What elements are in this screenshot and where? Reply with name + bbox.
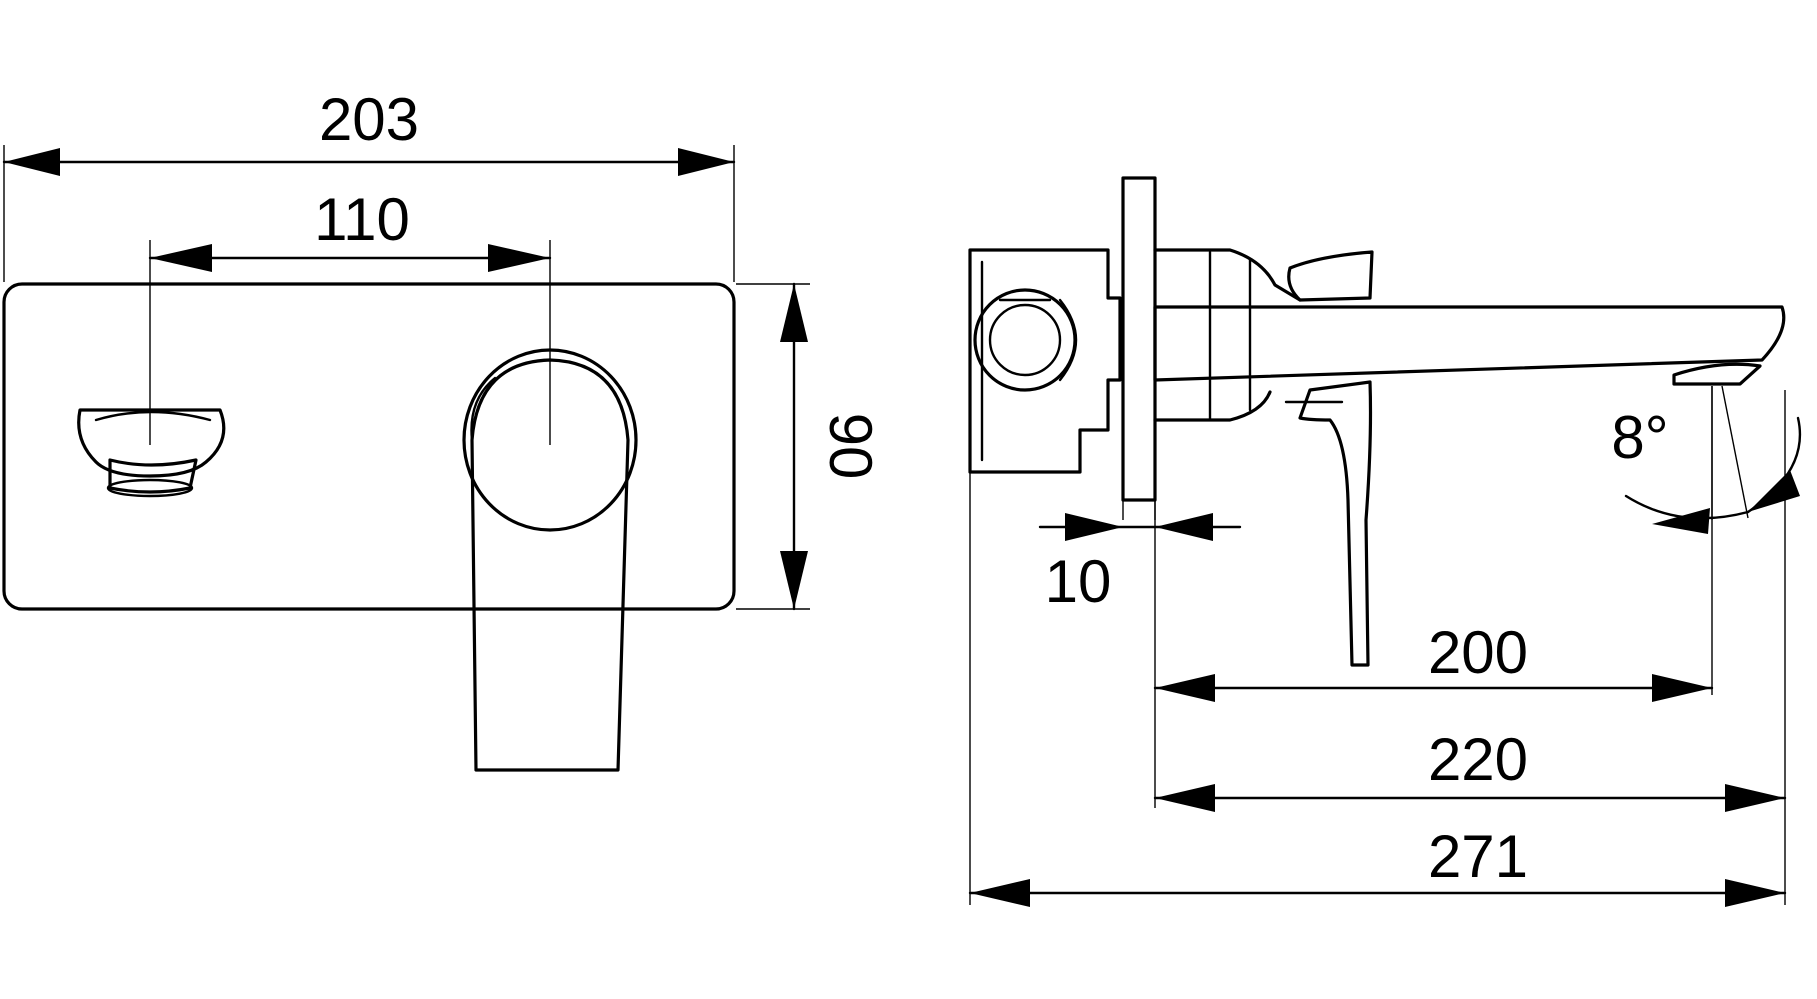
wall-plate-section [1121, 176, 1157, 502]
rough-in-body [968, 248, 1122, 474]
diverter-knob [77, 408, 226, 498]
dim-200-label: 200 [1428, 619, 1528, 686]
dimension-220: 220 [1153, 726, 1787, 812]
dim-10-label: 10 [1045, 548, 1112, 615]
dimension-110: 110 [148, 186, 552, 272]
side-view: 10 200 220 271 [968, 176, 1802, 907]
dimension-200: 200 [1153, 619, 1714, 702]
dimension-angle: 8° [1611, 385, 1802, 534]
dim-220-label: 220 [1428, 726, 1528, 793]
dimension-271: 271 [968, 823, 1787, 907]
dim-110-label: 110 [314, 186, 410, 253]
front-view: 203 110 90 [2, 86, 884, 772]
dim-angle-label: 8° [1611, 404, 1668, 471]
spout [1153, 305, 1786, 386]
dim-203-label: 203 [319, 86, 419, 153]
dimension-203: 203 [2, 86, 736, 282]
dim-271-label: 271 [1428, 823, 1528, 890]
dim-90-label: 90 [817, 413, 884, 480]
cover-plate [2, 282, 736, 611]
cartridge-housing [1153, 248, 1302, 422]
dimension-90: 90 [736, 282, 884, 611]
dimension-10: 10 [1038, 500, 1242, 615]
mixer-lever-side [1284, 250, 1374, 667]
